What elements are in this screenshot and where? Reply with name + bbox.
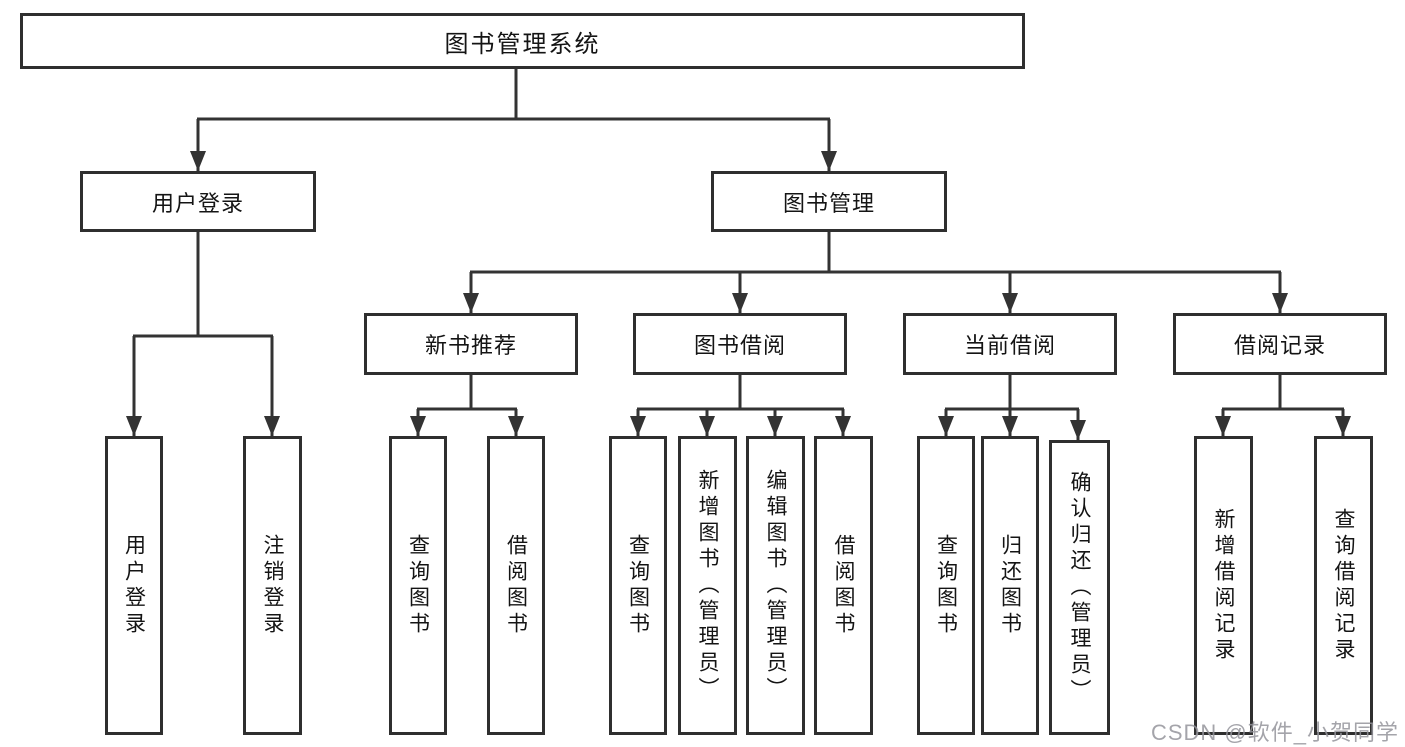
node-bb-query-books: 查询图书 <box>609 436 667 735</box>
node-cb-query-books: 查询图书 <box>917 436 975 735</box>
node-label: 查询借阅记录 <box>1332 507 1355 664</box>
node-label: 借阅图书 <box>504 533 528 638</box>
node-nbr-query-books: 查询图书 <box>389 436 447 735</box>
node-label: 查询图书 <box>626 533 650 638</box>
node-label: 编辑图书（管理员） <box>764 468 787 703</box>
node-borrowing-records: 借阅记录 <box>1173 313 1387 375</box>
node-label: 借阅图书 <box>832 533 855 638</box>
csdn-watermark: CSDN @软件_小贺同学 <box>1150 720 1399 745</box>
node-label: 当前借阅 <box>963 333 1056 358</box>
node-label: 图书管理系统 <box>444 30 601 58</box>
node-label: 新增图书（管理员） <box>696 468 719 703</box>
node-cb-return-books: 归还图书 <box>981 436 1039 735</box>
node-current-borrowing: 当前借阅 <box>903 313 1117 375</box>
node-library-management-system: 图书管理系统 <box>20 13 1025 69</box>
node-label: 图书借阅 <box>693 333 786 358</box>
node-label: 注销登录 <box>261 533 284 638</box>
node-label: 新增借阅记录 <box>1212 507 1235 664</box>
node-bb-edit-books-admin: 编辑图书（管理员） <box>746 436 805 735</box>
node-label: 查询图书 <box>934 533 958 638</box>
node-logout: 注销登录 <box>243 436 302 735</box>
node-br-query-record: 查询借阅记录 <box>1314 436 1373 735</box>
node-bb-add-books-admin: 新增图书（管理员） <box>678 436 737 735</box>
node-label: 归还图书 <box>998 533 1022 638</box>
node-label: 用户登录 <box>151 190 244 216</box>
node-label: 借阅记录 <box>1233 333 1326 358</box>
node-label: 图书管理 <box>782 190 875 216</box>
node-label: 新书推荐 <box>424 333 517 358</box>
node-book-management-group: 图书管理 <box>711 171 947 232</box>
node-bb-borrow-books: 借阅图书 <box>814 436 873 735</box>
node-user-login-group: 用户登录 <box>80 171 316 232</box>
node-label: 用户登录 <box>122 533 146 638</box>
node-label: 确认归还（管理员） <box>1068 470 1091 705</box>
node-book-borrowing: 图书借阅 <box>633 313 847 375</box>
node-user-login: 用户登录 <box>105 436 163 735</box>
node-nbr-borrow-books: 借阅图书 <box>487 436 545 735</box>
node-label: 查询图书 <box>406 533 430 638</box>
node-new-book-recommend: 新书推荐 <box>364 313 578 375</box>
node-cb-confirm-return-admin: 确认归还（管理员） <box>1049 440 1110 735</box>
node-br-add-record: 新增借阅记录 <box>1194 436 1253 735</box>
